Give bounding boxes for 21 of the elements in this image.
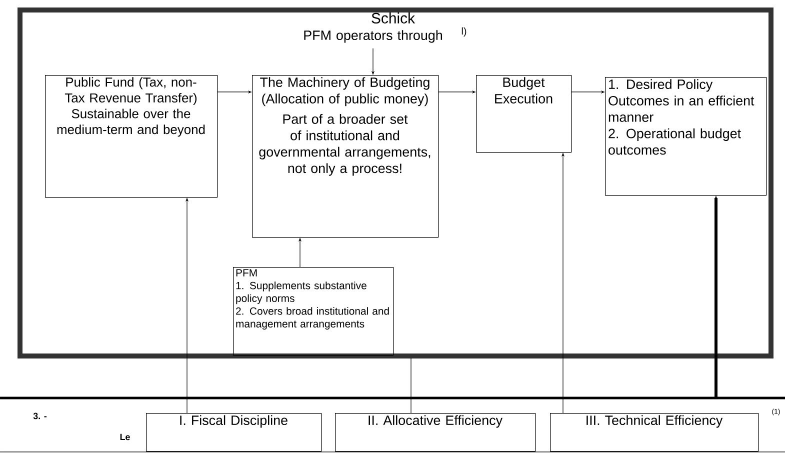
category-box <box>146 412 322 452</box>
text-fragment: l) <box>462 27 466 37</box>
process-box <box>252 75 439 238</box>
process-box <box>605 77 767 196</box>
box-text: Public Fund (Tax, non-Tax Revenue Transfer) Sustainable over the medium-term and beyond <box>57 77 205 137</box>
process-box <box>476 75 572 153</box>
box-text: PFM 1. Supplements substantive policy norms 2. Covers broad institutional and management arrangements <box>236 269 389 330</box>
process-box <box>233 266 394 356</box>
category-box <box>335 412 536 452</box>
box-text: The Machinery of Budgeting (Allocation of public money) Part of a broader set of institutional and governmental arrangements, not only a process! <box>259 77 430 176</box>
box-text: 1. Desired Policy Outcomes in an efficient manner 2. Operational budget outcomes <box>608 79 754 155</box>
text-fragment: Le <box>120 434 130 440</box>
process-box <box>45 75 218 198</box>
category-box <box>550 412 759 452</box>
box-text: II. Allocative Efficiency <box>368 415 502 428</box>
list-number: 3. - <box>33 412 47 420</box>
box-text: I. Fiscal Discipline <box>180 415 288 428</box>
box-text: III. Technical Efficiency <box>586 415 723 428</box>
title-fragment: Schick <box>372 12 416 24</box>
box-text: PFM operators through <box>304 30 442 43</box>
box-text: Budget Execution <box>495 77 552 104</box>
